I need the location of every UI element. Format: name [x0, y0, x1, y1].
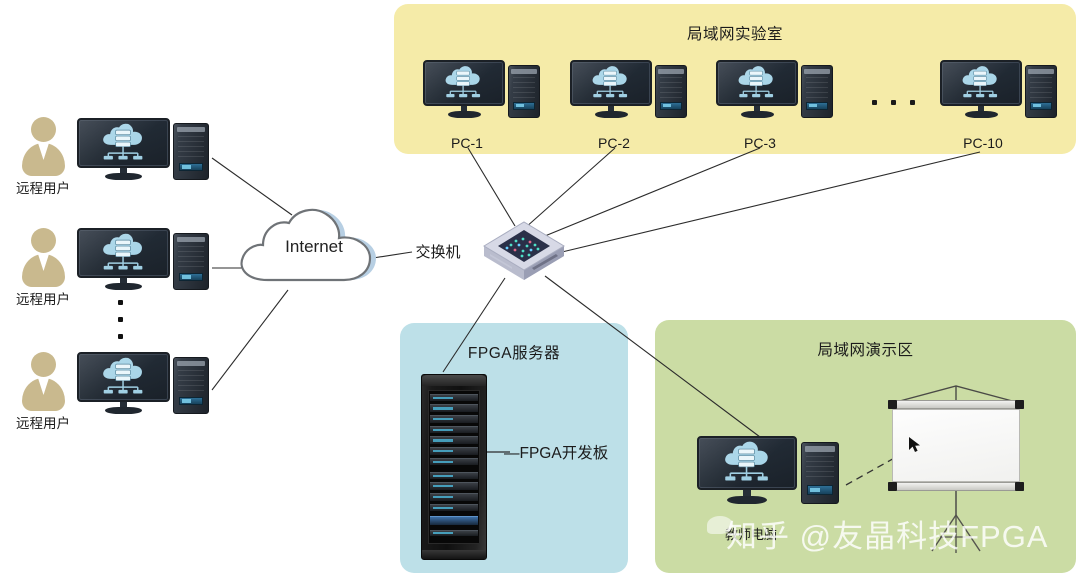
- fpga-dev-board-label: —FPGA开发板: [504, 445, 609, 462]
- projector-screen-icon: [888, 385, 1024, 553]
- cloud-server-screen-icon: [962, 66, 998, 98]
- cloud-server-screen-icon: [738, 66, 774, 98]
- panel-fpga-server-title: FPGA服务器: [467, 345, 561, 362]
- fpga-server-rack-icon: [421, 374, 487, 560]
- watermark-badge: [707, 516, 733, 534]
- remote-user-label: 远程用户: [16, 292, 70, 307]
- remote-user-workstation: [77, 352, 213, 414]
- remote-user-workstation: [77, 118, 213, 180]
- cursor-arrow-icon: [909, 437, 920, 452]
- remote-user-label: 远程用户: [16, 416, 70, 431]
- panel-lan-lab-title: 局域网实验室: [686, 26, 783, 43]
- remote-user-workstation: [77, 228, 213, 290]
- lab-pc: [570, 60, 690, 118]
- more-users-ellipsis: [118, 300, 123, 339]
- cloud-server-screen-icon: [725, 441, 768, 481]
- cloud-server-screen-icon: [103, 123, 143, 160]
- network-switch-icon: [478, 210, 570, 280]
- cloud-server-screen-icon: [103, 233, 143, 270]
- lab-pc-label: PC-2: [598, 135, 630, 151]
- avatar: [20, 352, 66, 411]
- more-lab-pcs-ellipsis: [872, 100, 915, 105]
- avatar: [20, 117, 66, 176]
- cloud-server-screen-icon: [592, 66, 628, 98]
- lab-pc: [940, 60, 1060, 118]
- cloud-server-screen-icon: [445, 66, 481, 98]
- lab-pc-label: PC-10: [963, 135, 1003, 151]
- cloud-server-screen-icon: [103, 357, 143, 394]
- switch-label: 交换机: [415, 244, 461, 261]
- teacher-computer-label: 教师电脑: [724, 527, 777, 542]
- internet-label: Internet: [285, 237, 343, 256]
- internet-cloud-icon: [240, 208, 376, 282]
- lab-pc-label: PC-1: [451, 135, 483, 151]
- teacher-workstation: [697, 436, 843, 504]
- lab-pc: [423, 60, 543, 118]
- avatar: [20, 228, 66, 287]
- remote-user-label: 远程用户: [16, 181, 70, 196]
- lab-pc-label: PC-3: [744, 135, 776, 151]
- panel-lan-demo-title: 局域网演示区: [817, 342, 914, 359]
- lab-pc: [716, 60, 836, 118]
